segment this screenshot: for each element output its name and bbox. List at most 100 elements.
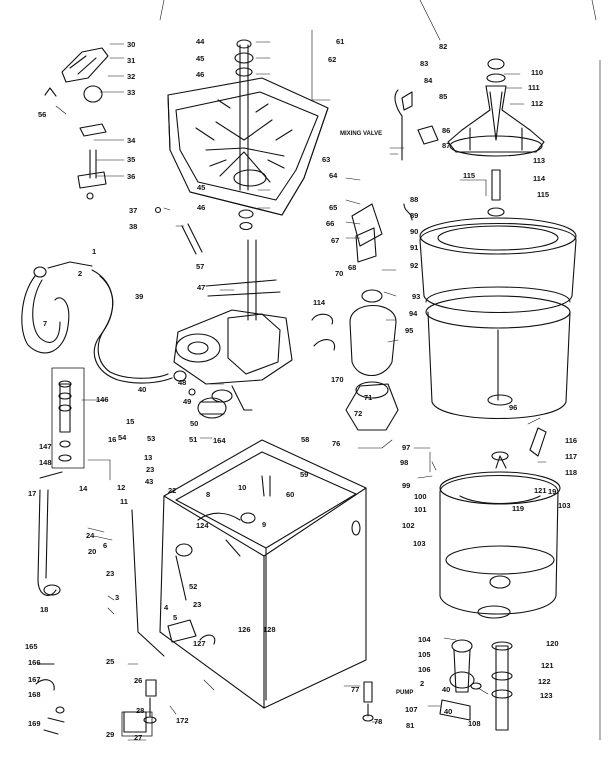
part-label-62: 62 <box>328 55 337 64</box>
outer-tub-group <box>439 427 561 619</box>
part-label-123: 123 <box>540 691 553 700</box>
part-label-7: 7 <box>43 319 48 328</box>
part-label-114b: 114 <box>533 174 546 183</box>
part-label-122: 122 <box>538 677 551 686</box>
part-label-25: 25 <box>106 657 115 666</box>
part-label-2b: 2 <box>420 679 425 688</box>
transmission-group <box>173 239 293 419</box>
part-label-71: 71 <box>364 393 373 402</box>
part-label-82: 82 <box>439 42 448 51</box>
part-label-53: 53 <box>147 434 156 443</box>
part-label-28: 28 <box>136 706 145 715</box>
part-label-172: 172 <box>176 716 189 725</box>
part-label-164: 164 <box>213 436 226 445</box>
part-label-61: 61 <box>336 37 345 46</box>
part-label-31: 31 <box>127 56 136 65</box>
part-label-124: 124 <box>196 521 209 530</box>
part-label-59: 59 <box>300 470 309 479</box>
pump-note: PUMP <box>396 690 414 696</box>
part-label-88: 88 <box>410 195 419 204</box>
lid-switch-group <box>44 47 109 200</box>
part-label-113: 113 <box>533 156 546 165</box>
part-label-117: 117 <box>565 452 578 461</box>
part-label-168: 168 <box>28 690 41 699</box>
part-label-34: 34 <box>127 136 136 145</box>
part-label-127: 127 <box>193 639 206 648</box>
pump-group <box>439 639 513 731</box>
part-label-98: 98 <box>400 458 409 467</box>
part-label-11: 11 <box>120 497 128 506</box>
part-label-65: 65 <box>329 203 338 212</box>
part-label-100: 100 <box>414 492 427 501</box>
part-label-76: 76 <box>332 439 341 448</box>
part-label-91: 91 <box>410 243 419 252</box>
part-label-86: 86 <box>442 126 451 135</box>
transmission-cover-group <box>154 39 329 255</box>
part-label-147: 147 <box>39 442 52 451</box>
part-label-85: 85 <box>439 92 448 101</box>
part-label-4: 4 <box>164 603 169 612</box>
part-label-46: 46 <box>196 70 205 79</box>
part-label-83: 83 <box>420 59 429 68</box>
part-label-92: 92 <box>410 261 419 270</box>
part-label-38: 38 <box>129 222 138 231</box>
part-label-108: 108 <box>468 719 481 728</box>
drain-hose-group <box>37 380 72 596</box>
tub-group <box>419 217 577 419</box>
part-label-40b: 40 <box>442 685 451 694</box>
part-label-39: 39 <box>135 292 144 301</box>
part-label-90: 90 <box>410 227 419 236</box>
part-label-115b: 115 <box>463 171 476 180</box>
part-label-35: 35 <box>127 155 136 164</box>
part-label-81: 81 <box>406 721 415 730</box>
part-label-107: 107 <box>405 705 418 714</box>
part-label-87: 87 <box>442 141 451 150</box>
part-label-96: 96 <box>509 403 518 412</box>
part-label-104: 104 <box>418 635 431 644</box>
valve-kit-frame <box>51 367 85 469</box>
part-label-84: 84 <box>424 76 433 85</box>
part-label-60: 60 <box>286 490 295 499</box>
part-label-5: 5 <box>173 613 178 622</box>
part-label-19: 19 <box>548 487 557 496</box>
part-label-99: 99 <box>402 481 411 490</box>
part-label-43: 43 <box>145 477 154 486</box>
part-label-9: 9 <box>262 520 267 529</box>
left-small-parts <box>35 663 65 735</box>
part-label-54: 54 <box>118 433 127 442</box>
part-label-115: 115 <box>537 190 550 199</box>
inlet-hose-group <box>21 261 187 384</box>
part-label-63: 63 <box>322 155 331 164</box>
motor-group <box>311 89 439 431</box>
part-label-101: 101 <box>414 505 427 514</box>
part-label-1: 1 <box>92 247 97 256</box>
part-label-102: 102 <box>402 521 415 530</box>
part-label-51: 51 <box>189 435 198 444</box>
part-label-24: 24 <box>86 531 95 540</box>
part-label-15: 15 <box>126 417 135 426</box>
part-label-23c: 23 <box>193 600 202 609</box>
part-label-148: 148 <box>39 458 52 467</box>
part-label-93: 93 <box>412 292 421 301</box>
leg-kit-frame <box>121 711 153 737</box>
part-label-26: 26 <box>134 676 143 685</box>
part-label-116: 116 <box>565 436 578 445</box>
part-label-23: 23 <box>146 465 155 474</box>
part-label-47: 47 <box>197 283 206 292</box>
part-label-94: 94 <box>409 309 418 318</box>
part-label-30: 30 <box>127 40 136 49</box>
part-label-27: 27 <box>134 733 143 742</box>
agitator-group <box>447 58 545 217</box>
part-label-6: 6 <box>103 541 108 550</box>
part-label-17: 17 <box>28 489 37 498</box>
part-label-105: 105 <box>418 650 431 659</box>
part-label-33: 33 <box>127 88 136 97</box>
part-label-57: 57 <box>196 262 205 271</box>
part-label-110: 110 <box>531 68 544 77</box>
part-label-3: 3 <box>115 593 120 602</box>
part-label-45: 45 <box>196 54 205 63</box>
part-label-14: 14 <box>79 484 88 493</box>
part-label-89: 89 <box>410 211 419 220</box>
part-label-167: 167 <box>28 675 41 684</box>
